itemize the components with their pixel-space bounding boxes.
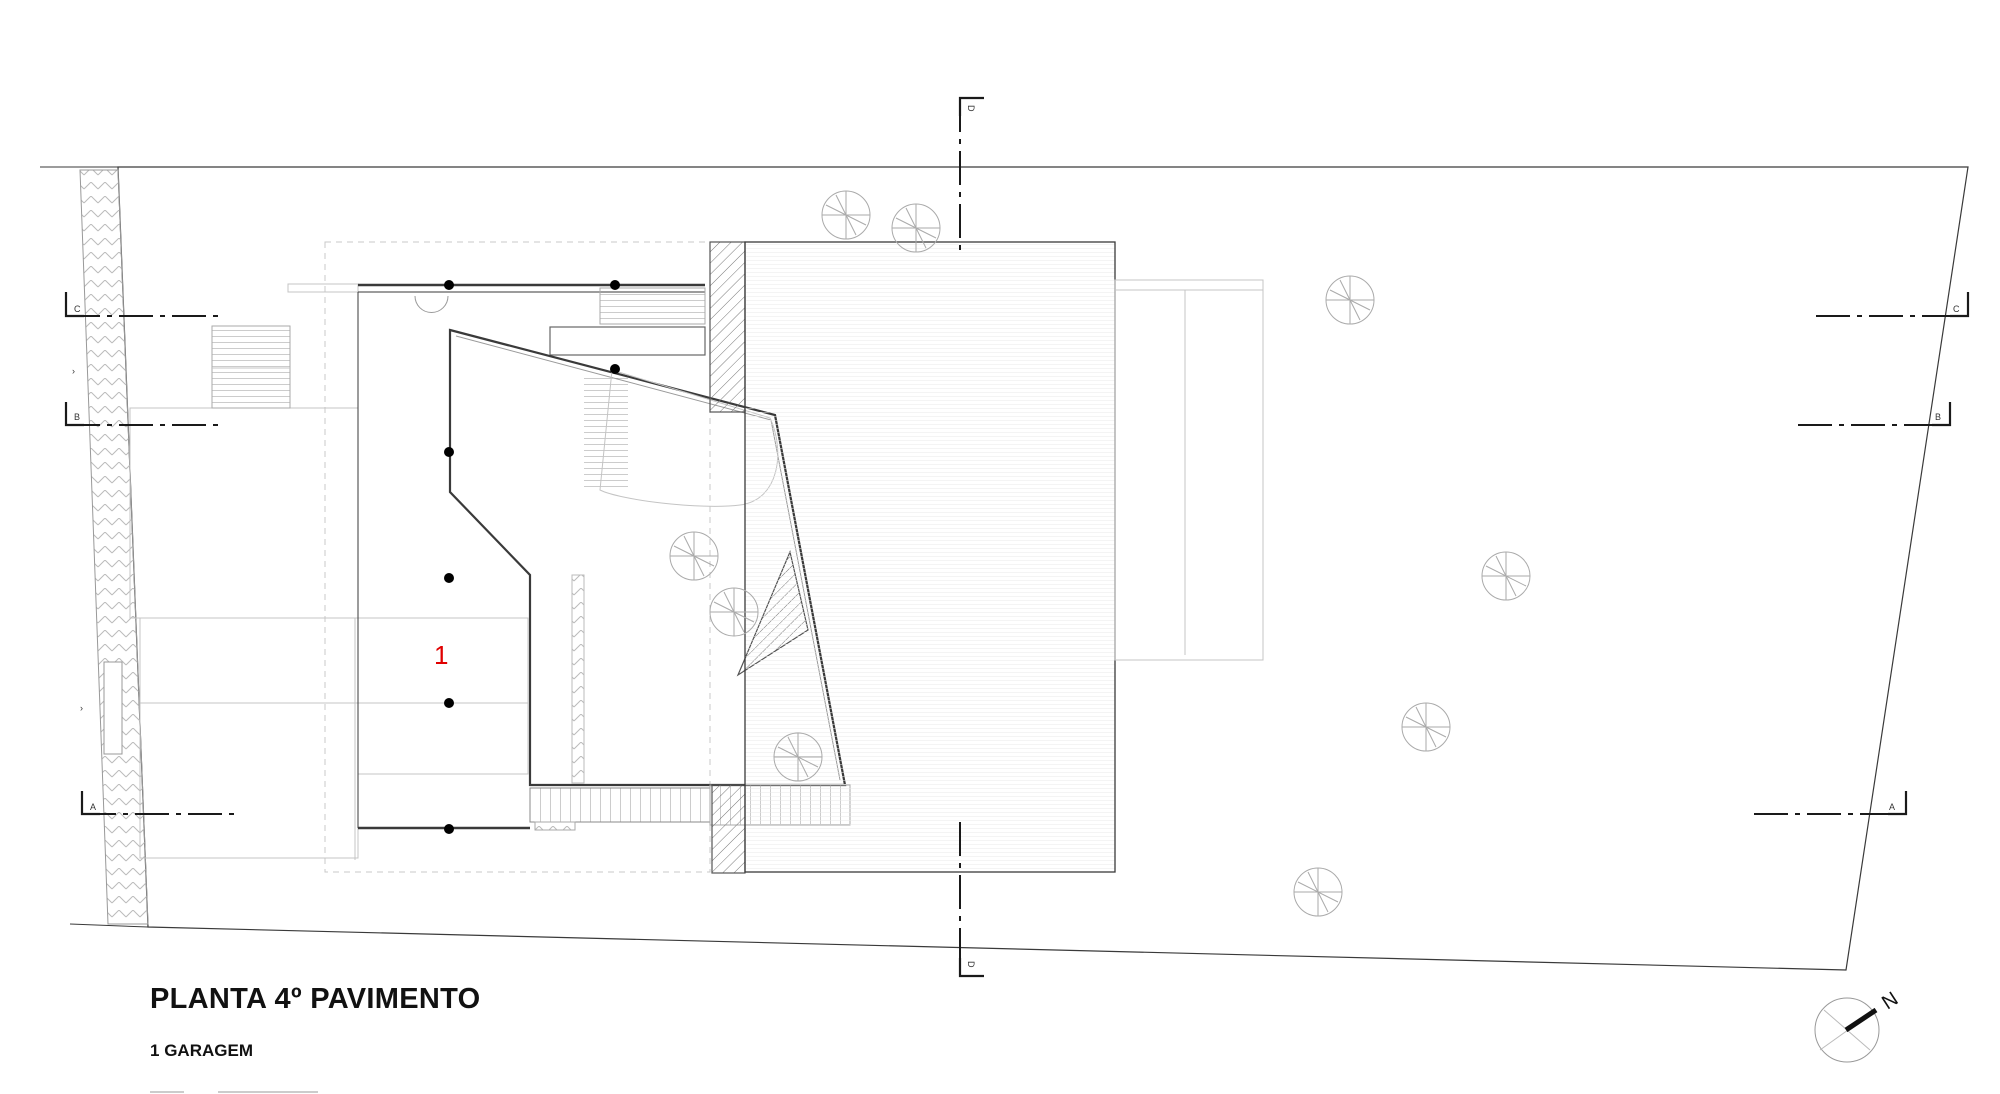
- svg-text:C: C: [1953, 304, 1960, 314]
- svg-text:A: A: [90, 802, 96, 812]
- tree-icon: [891, 203, 941, 253]
- svg-text:D: D: [966, 961, 976, 968]
- tree-icon: [669, 531, 719, 581]
- roof-slab: [744, 241, 1264, 873]
- trees: [669, 190, 1531, 917]
- tree-icon: [821, 190, 871, 240]
- entry-arrow-icon: ›: [80, 703, 83, 713]
- svg-text:N: N: [1878, 988, 1902, 1014]
- tree-icon: [1481, 551, 1531, 601]
- section-cut-d: D D: [958, 96, 984, 978]
- tree-icon: [1401, 702, 1451, 752]
- room-tag-garage: 1: [434, 640, 448, 670]
- svg-text:A: A: [1889, 802, 1895, 812]
- stair-left: [211, 325, 291, 409]
- garage-slab: [357, 283, 705, 830]
- section-cut-c: C C: [64, 292, 1970, 318]
- legend-number: 1: [150, 1041, 160, 1060]
- svg-text:B: B: [74, 412, 80, 422]
- legend-item: 1 GARAGEM: [150, 1041, 253, 1061]
- section-cut-b: B B: [64, 402, 1952, 427]
- tree-icon: [1325, 275, 1375, 325]
- north-arrow-icon: N: [1814, 988, 1902, 1063]
- legend-name: GARAGEM: [164, 1041, 253, 1060]
- stair-top: [549, 287, 706, 356]
- svg-text:D: D: [966, 105, 976, 112]
- svg-text:B: B: [1935, 412, 1941, 422]
- entry-arrow-icon: ›: [72, 366, 75, 376]
- drawing-title: PLANTA 4º PAVIMENTO: [150, 983, 481, 1015]
- tree-icon: [773, 732, 823, 782]
- section-cut-a: A A: [80, 791, 1908, 816]
- svg-text:C: C: [74, 304, 81, 314]
- tree-icon: [1293, 867, 1343, 917]
- sidewalk-strip: › ›: [72, 169, 149, 925]
- walls: [709, 241, 746, 874]
- tree-icon: [709, 587, 759, 637]
- columns: [444, 280, 620, 834]
